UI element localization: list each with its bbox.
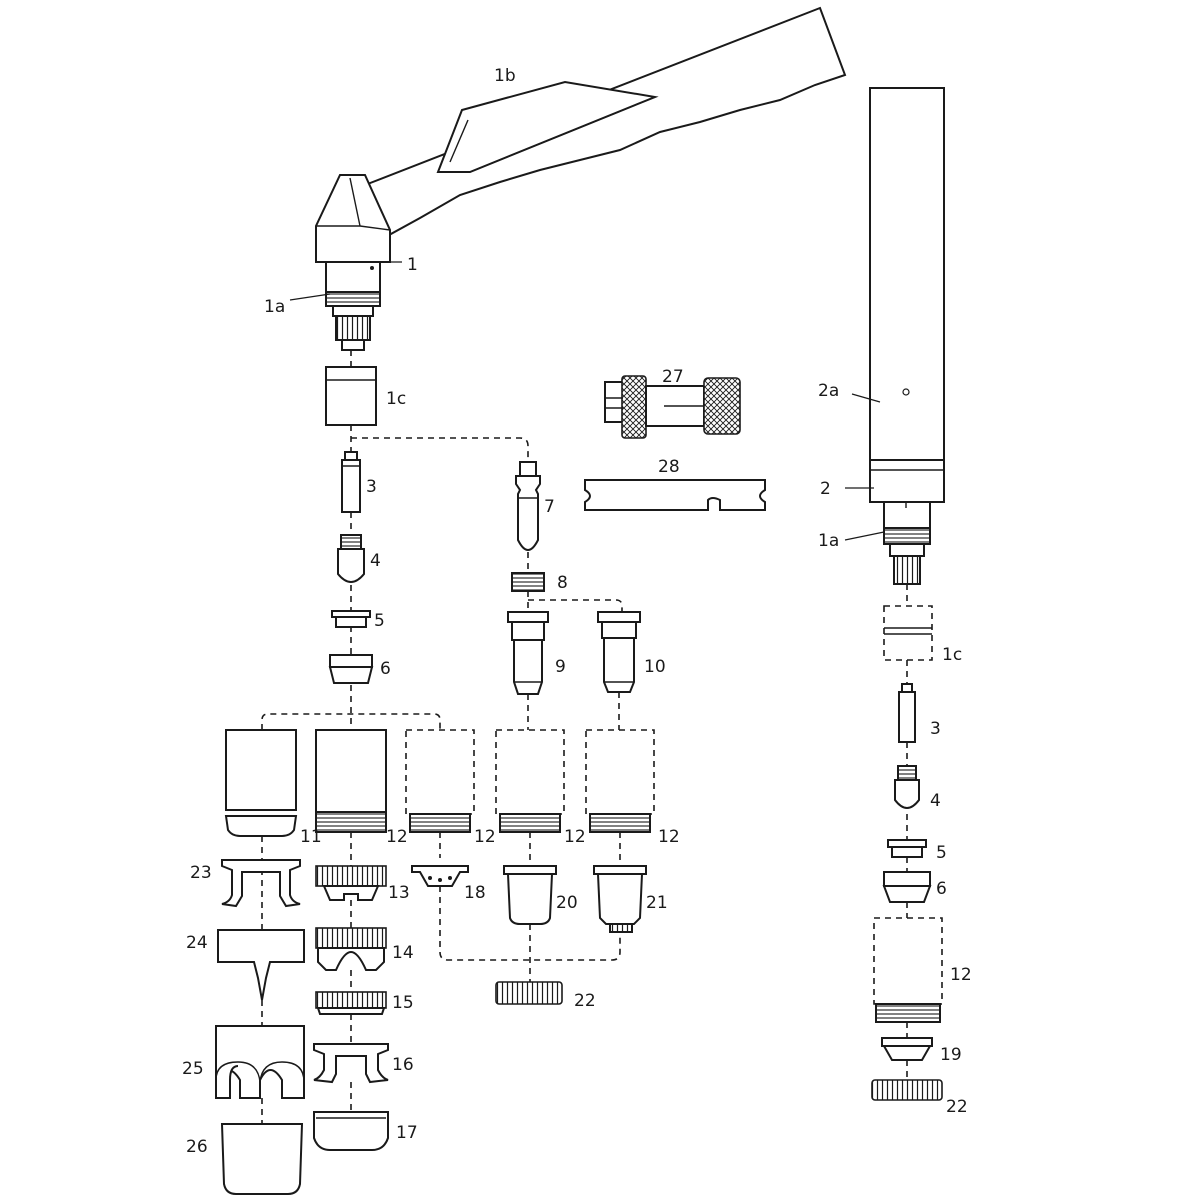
label-19: 19 (940, 1045, 962, 1065)
label-4: 4 (370, 551, 381, 571)
part-8 (511, 572, 545, 592)
label-2a: 2a (818, 381, 839, 401)
label-4-right: 4 (930, 791, 941, 811)
part-22 (495, 981, 563, 1005)
part-23 (221, 859, 301, 908)
part-labels: 1b 1 1a 1c 3 4 5 6 7 8 9 10 11 12 12 12 … (182, 66, 972, 1157)
label-6-right: 6 (936, 879, 947, 899)
part-28 (584, 479, 766, 511)
part-22-right (871, 1079, 943, 1101)
part-12-right (873, 917, 943, 1023)
label-12-a: 12 (386, 827, 408, 847)
label-1b: 1b (494, 66, 516, 86)
part-24 (217, 929, 305, 1001)
label-25: 25 (182, 1059, 204, 1079)
part-18 (411, 865, 469, 887)
label-21: 21 (646, 893, 668, 913)
label-3-right: 3 (930, 719, 941, 739)
label-16: 16 (392, 1055, 414, 1075)
label-22: 22 (574, 991, 596, 1011)
part-7 (515, 461, 541, 551)
part-12-dashed-a (405, 729, 475, 833)
part-6-left (328, 654, 374, 684)
part-25 (215, 1025, 305, 1099)
part-1c-left (325, 366, 377, 426)
handle-trigger (436, 80, 659, 173)
part-3-left (341, 451, 361, 513)
part-26 (220, 1123, 304, 1195)
label-2: 2 (820, 479, 831, 499)
part-4-left (337, 534, 365, 583)
part-4-right (894, 765, 920, 809)
label-5: 5 (374, 611, 385, 631)
part-17 (313, 1111, 389, 1151)
part-21 (593, 865, 647, 933)
label-1c: 1c (386, 389, 406, 409)
label-26: 26 (186, 1137, 208, 1157)
part-14 (315, 927, 387, 971)
straight-torch-assembly (869, 87, 945, 585)
label-1c-right: 1c (942, 645, 962, 665)
label-20: 20 (556, 893, 578, 913)
label-1: 1 (407, 255, 418, 275)
label-1a: 1a (264, 297, 285, 317)
part-11 (224, 729, 298, 837)
label-15: 15 (392, 993, 414, 1013)
part-19 (881, 1037, 933, 1061)
label-11: 11 (300, 827, 322, 847)
label-12-right: 12 (950, 965, 972, 985)
part-16 (313, 1043, 389, 1084)
label-7: 7 (544, 497, 555, 517)
label-22-right: 22 (946, 1097, 968, 1117)
torch-head-assembly (315, 6, 847, 351)
label-12-c: 12 (564, 827, 586, 847)
label-3: 3 (366, 477, 377, 497)
part-27 (604, 375, 741, 439)
part-9 (507, 611, 549, 695)
label-24: 24 (186, 933, 208, 953)
part-12-dashed-b (495, 729, 565, 833)
part-20 (503, 865, 557, 925)
label-13: 13 (388, 883, 410, 903)
label-14: 14 (392, 943, 414, 963)
label-23: 23 (190, 863, 212, 883)
part-5-right (887, 839, 927, 858)
label-9: 9 (555, 657, 566, 677)
label-12-d: 12 (658, 827, 680, 847)
part-10 (597, 611, 641, 693)
label-27: 27 (662, 367, 684, 387)
label-10: 10 (644, 657, 666, 677)
part-13 (315, 865, 387, 901)
part-1c-right (883, 605, 933, 661)
label-6: 6 (380, 659, 391, 679)
part-15 (315, 991, 387, 1015)
part-12-dashed-c (585, 729, 655, 833)
part-12-solid (315, 729, 387, 833)
label-28: 28 (658, 457, 680, 477)
label-1a-right: 1a (818, 531, 839, 551)
label-18: 18 (464, 883, 486, 903)
part-6-right (882, 871, 932, 903)
label-17: 17 (396, 1123, 418, 1143)
label-12-b: 12 (474, 827, 496, 847)
part-3-right (898, 683, 916, 743)
label-8: 8 (557, 573, 568, 593)
part-5-left (331, 610, 371, 628)
label-5-right: 5 (936, 843, 947, 863)
torch-handle-1b (363, 6, 847, 242)
